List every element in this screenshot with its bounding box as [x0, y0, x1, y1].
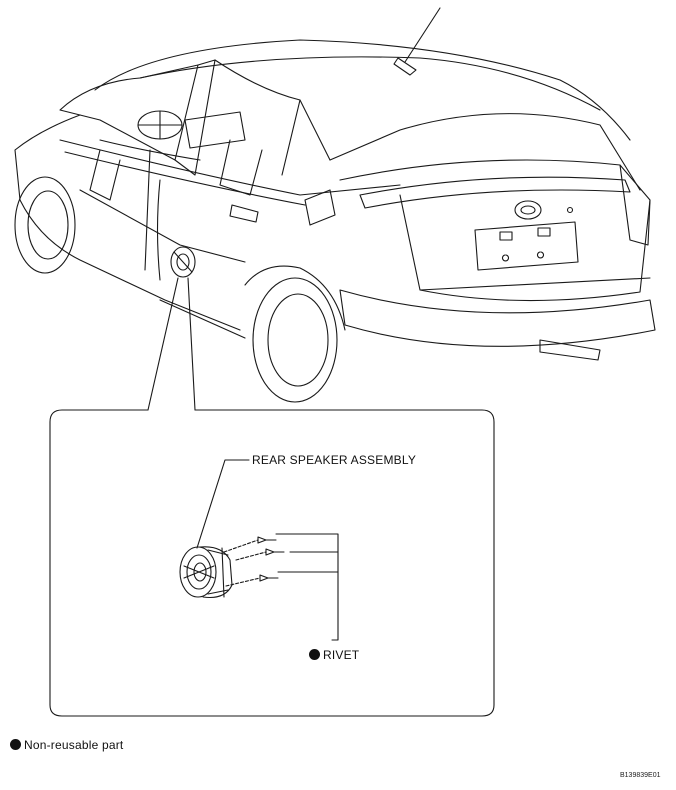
rivet-label-text: RIVET	[323, 648, 360, 662]
legend: Non-reusable part	[10, 738, 123, 752]
rivets	[223, 536, 285, 587]
non-reusable-dot-icon	[309, 649, 320, 660]
rear-wheel	[252, 277, 338, 403]
vehicle-illustration	[14, 7, 656, 403]
rear-speaker-assembly-drawing	[179, 546, 233, 599]
rivet-leader	[275, 533, 339, 641]
detail-callout-box	[49, 409, 495, 717]
legend-dot-icon	[10, 739, 21, 750]
part-name-label: REAR SPEAKER ASSEMBLY	[252, 453, 417, 467]
rear-hatch	[329, 113, 641, 191]
part-name-leader	[196, 459, 250, 549]
rear-bumper	[339, 289, 656, 347]
emblem	[514, 200, 542, 220]
callout-leader	[147, 277, 196, 411]
figure-code: B139839E01	[620, 772, 661, 779]
car-roof	[94, 39, 631, 141]
speaker-location-on-door	[170, 246, 196, 278]
front-wheel	[14, 176, 76, 274]
fuel-door	[304, 189, 336, 226]
legend-text: Non-reusable part	[24, 738, 124, 752]
license-plate	[474, 221, 579, 271]
car-body-side	[14, 114, 241, 331]
windshield	[59, 64, 199, 161]
rivet-label: RIVET	[309, 648, 359, 662]
antenna	[404, 7, 441, 63]
spoiler	[359, 176, 631, 209]
